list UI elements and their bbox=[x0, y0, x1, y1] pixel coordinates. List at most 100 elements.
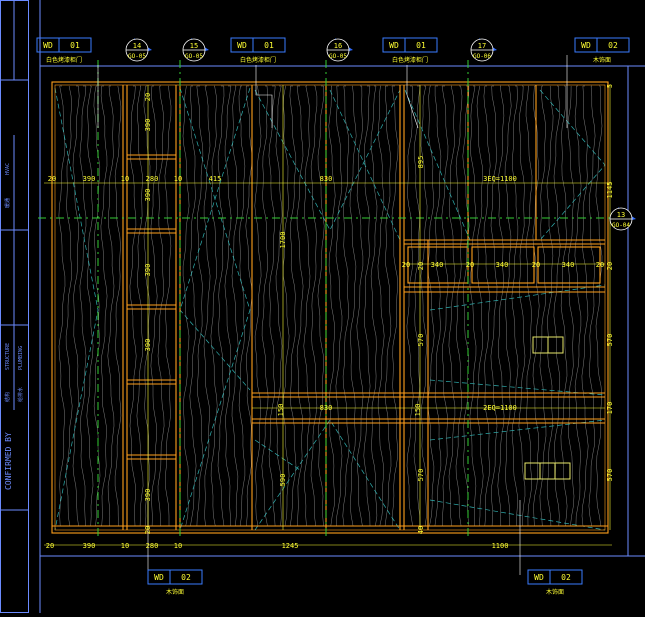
dim-bottom-3: 280 bbox=[146, 542, 159, 550]
dim-right-outer-0: 5 bbox=[606, 84, 614, 88]
section-sheet: GO-04 bbox=[612, 222, 630, 229]
tag-code: WD bbox=[154, 573, 164, 582]
cabinet-frame bbox=[51, 81, 609, 534]
dim-bottom-6: 1100 bbox=[492, 542, 509, 550]
grain-line bbox=[574, 85, 582, 527]
tag-description: 白色烤漆柜门 bbox=[46, 56, 82, 64]
dim-mid-3: 340 bbox=[496, 261, 509, 269]
grain-line bbox=[210, 85, 218, 527]
tag-code: WD bbox=[534, 573, 544, 582]
grain-line bbox=[217, 85, 225, 527]
dim-right-outer-2: 20 bbox=[606, 262, 614, 270]
grain-line bbox=[261, 85, 269, 527]
section-number: 15 bbox=[190, 42, 198, 50]
section-sheet: GO-05 bbox=[128, 53, 146, 60]
grain-line bbox=[525, 85, 533, 527]
dim-mid-2: 20 bbox=[466, 261, 474, 269]
tag-description: 木饰面 bbox=[593, 56, 611, 64]
plumbing-cn-label: 给排水 bbox=[17, 387, 24, 402]
grain-line bbox=[455, 85, 463, 527]
tag-number: 02 bbox=[181, 573, 191, 582]
grain-line bbox=[546, 85, 554, 527]
grain-line bbox=[363, 85, 371, 527]
plumbing-label: PLUMBING bbox=[18, 346, 24, 370]
dim-center-1: 590 bbox=[279, 474, 287, 487]
tag-number: 02 bbox=[561, 573, 571, 582]
tag-code: WD bbox=[43, 41, 53, 50]
grain-line bbox=[434, 85, 442, 527]
tag-code: WD bbox=[237, 41, 247, 50]
grain-line bbox=[317, 85, 325, 527]
grain-line bbox=[289, 85, 297, 527]
dim-right-inner-1: 20 bbox=[417, 262, 425, 270]
grain-line bbox=[518, 85, 526, 527]
grain-line bbox=[203, 85, 211, 527]
grain-line bbox=[448, 85, 456, 527]
grain-line bbox=[100, 85, 108, 527]
dim-shelf-2: 150 bbox=[414, 404, 422, 417]
dim-left-col-2: 390 bbox=[144, 189, 152, 202]
sheet-border bbox=[39, 0, 645, 613]
grain-line bbox=[150, 85, 158, 527]
grain-line bbox=[196, 85, 204, 527]
dim-left-col-3: 390 bbox=[144, 264, 152, 277]
tag-description: 白色烤漆柜门 bbox=[240, 56, 276, 64]
grain-line bbox=[384, 85, 392, 527]
grain-line bbox=[406, 85, 414, 527]
tag-box bbox=[36, 37, 92, 53]
dim-left-col-1: 390 bbox=[144, 119, 152, 132]
grain-line bbox=[497, 85, 505, 527]
grain-line bbox=[588, 85, 596, 527]
tag-number: 01 bbox=[264, 41, 274, 50]
grain-line bbox=[303, 85, 311, 527]
dim-right-outer-5: 570 bbox=[606, 469, 614, 482]
dim-mid-4: 20 bbox=[532, 261, 540, 269]
grain-line bbox=[504, 85, 512, 527]
grain-line bbox=[238, 85, 246, 527]
tag-number: 01 bbox=[416, 41, 426, 50]
dim-top-0: 20 bbox=[48, 175, 56, 183]
tag-number: 02 bbox=[608, 41, 618, 50]
grain-line bbox=[182, 85, 190, 527]
tag-box bbox=[147, 569, 203, 585]
dim-shelf-0: 150 bbox=[277, 404, 285, 417]
hvac-cn-label: 暖通 bbox=[4, 198, 11, 208]
grain-line bbox=[93, 85, 101, 527]
grain-line bbox=[114, 85, 122, 527]
dim-left-col-6: 20 bbox=[144, 526, 152, 534]
grain-line bbox=[310, 85, 318, 527]
dim-bottom-4: 10 bbox=[174, 542, 182, 550]
dim-bottom-0: 20 bbox=[46, 542, 54, 550]
centerlines bbox=[38, 60, 612, 540]
grain-line bbox=[476, 85, 484, 527]
dim-mid-1: 340 bbox=[431, 261, 444, 269]
grain-line bbox=[86, 85, 94, 527]
dim-bottom-2: 10 bbox=[121, 542, 129, 550]
wood-grain-texture bbox=[58, 85, 603, 527]
dim-top-1: 390 bbox=[83, 175, 96, 183]
grain-line bbox=[72, 85, 80, 527]
dim-left-col-4: 390 bbox=[144, 339, 152, 352]
grain-line bbox=[335, 85, 343, 527]
dim-right-outer-4: 170 bbox=[606, 402, 614, 415]
grain-line bbox=[391, 85, 399, 527]
grain-line bbox=[370, 85, 378, 527]
section-number: 14 bbox=[133, 42, 141, 50]
dim-mid-0: 20 bbox=[402, 261, 410, 269]
title-block-text: HVAC 暖通 STRUCTURE PLUMBING 结构 给排水 bbox=[4, 163, 24, 402]
grain-line bbox=[581, 85, 589, 527]
dim-mid-6: 20 bbox=[596, 261, 604, 269]
hvac-label: HVAC bbox=[5, 163, 11, 175]
grain-line bbox=[189, 85, 197, 527]
dim-top-5: 415 bbox=[209, 175, 222, 183]
tag-box bbox=[382, 37, 438, 53]
dim-top-4: 10 bbox=[174, 175, 182, 183]
